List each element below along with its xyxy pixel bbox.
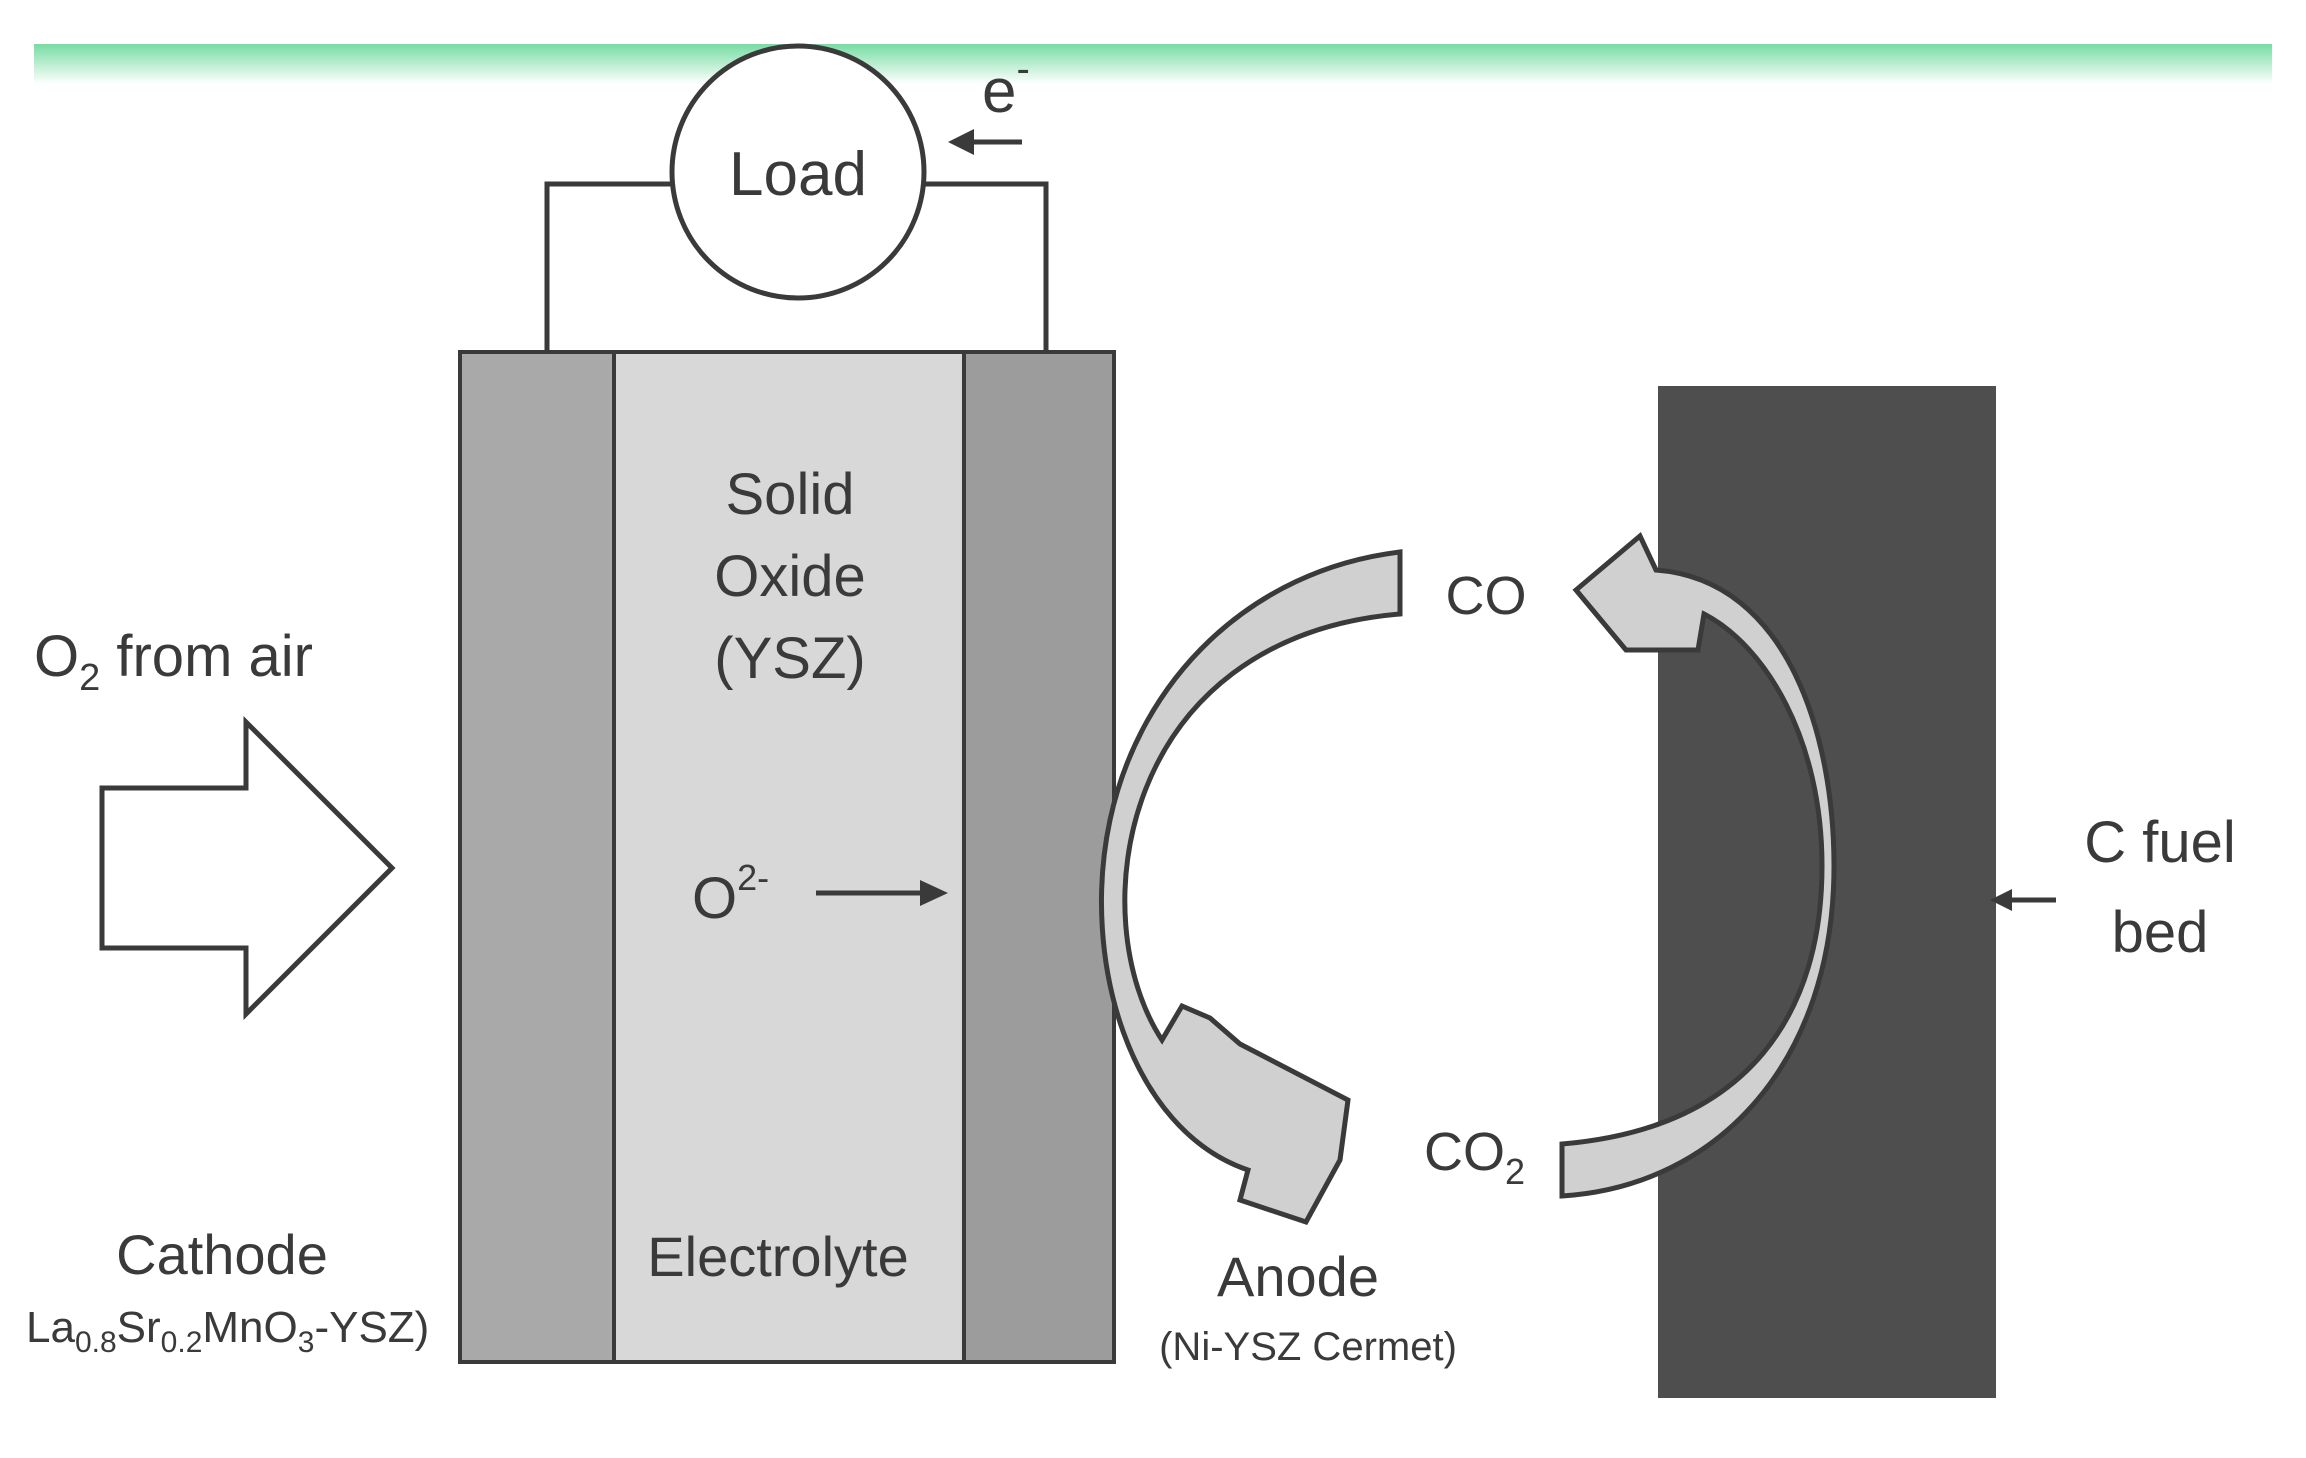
anode-label: Anode [1217,1245,1379,1308]
oxygen-ion-label: O2- [692,857,769,931]
cathode-formula-part: 0.2 [161,1326,203,1359]
co2-label: CO2 [1424,1122,1525,1192]
oxygen-ion-arrow-head [920,880,948,906]
cathode-formula-part: 3 [298,1326,315,1359]
anode-layer [964,352,1114,1362]
co2-to-co-curved-arrow [1559,531,1837,1199]
electron-arrow-head [948,129,974,155]
top-band [34,44,2272,84]
electrolyte-material-line1: Solid [726,462,855,527]
cathode-formula: La0.8Sr0.2MnO3-YSZ) [26,1303,429,1359]
electron-label: e- [982,47,1030,126]
oxygen-feed-arrow [99,715,396,1021]
cathode-formula-part: -YSZ) [314,1303,429,1352]
cathode-formula-part: 0.8 [75,1326,117,1359]
electrolyte-label: Electrolyte [647,1225,908,1288]
load-label: Load [729,140,867,209]
electrolyte-material-line2: Oxide [714,544,866,609]
cathode-formula-part: La [26,1303,75,1352]
cathode-layer [460,352,614,1362]
cathode-formula-part: MnO [202,1303,297,1352]
fuel-bed-label-line1: C fuel [2084,810,2236,875]
circuit-wire-right [924,181,1049,352]
electrolyte-material-line3: (YSZ) [714,626,865,691]
oxygen-feed-label: O2 from air [34,624,313,699]
cathode-formula-part: Sr [117,1303,161,1352]
electrolyte-layer [614,352,964,1362]
anode-material: (Ni-YSZ Cermet) [1159,1325,1457,1369]
cathode-label: Cathode [116,1223,328,1286]
fuel-bed-label-line2: bed [2112,900,2209,965]
fuel-bed-pointer-head [1990,889,2012,911]
co-to-co2-curved-arrow [1098,549,1403,1226]
circuit-wire [544,181,672,352]
co-label: CO [1446,566,1527,626]
load-circle [669,43,927,301]
